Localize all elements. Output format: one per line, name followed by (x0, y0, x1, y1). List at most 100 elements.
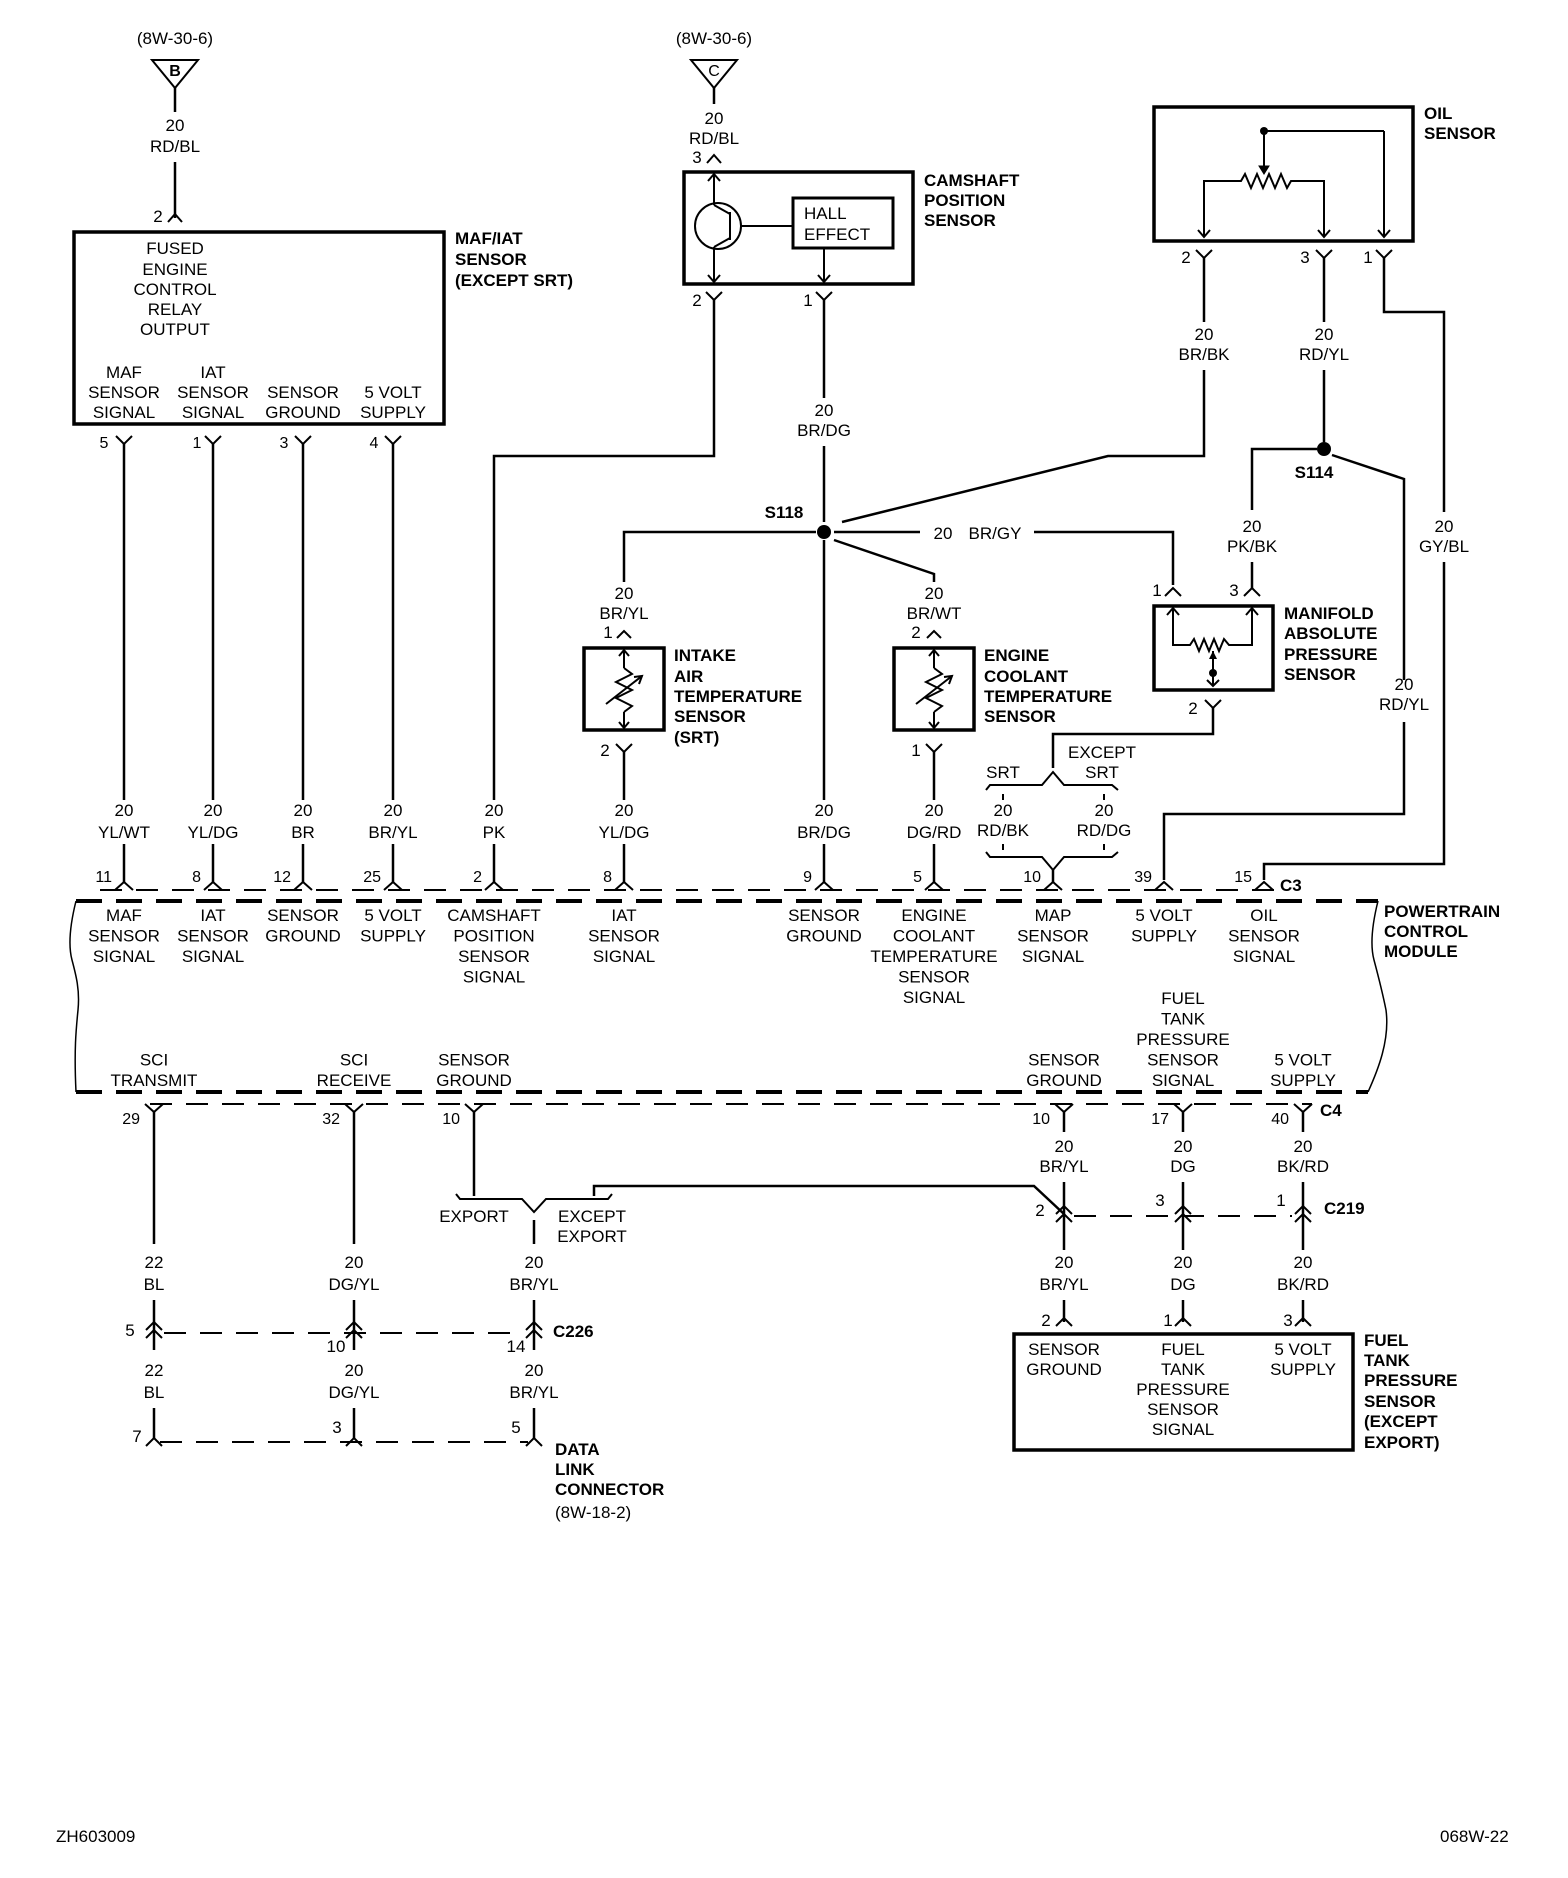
pcm-pin-label: GROUND (265, 927, 341, 946)
diagram-label: SENSOR (177, 383, 249, 402)
diagram-label: 22 (145, 1253, 164, 1272)
diagram-label: ABSOLUTE (1284, 624, 1378, 643)
diagram-label: 20 (925, 584, 944, 603)
diagram-label: 20 (384, 801, 403, 820)
diagram-label: 1 (803, 291, 812, 310)
pcm-pin-label: TRANSMIT (111, 1071, 198, 1090)
connector-c226: C226 5 10 14 22 BL 20 DG/YL 20 BR/YL (125, 1300, 594, 1438)
diagram-label: EFFECT (804, 225, 870, 244)
diagram-label: SENSOR (1424, 124, 1496, 143)
diagram-label: MODULE (1384, 942, 1458, 961)
c4-pin-number: 40 (1271, 1111, 1289, 1128)
c4-pin-mark (344, 1103, 364, 1114)
diagram-label: 20 (1174, 1253, 1193, 1272)
diagram-label: 20 (1315, 325, 1334, 344)
c3-pin-mark (924, 880, 944, 891)
diagram-label: ENGINE (984, 646, 1049, 665)
diagram-label: CONTROL (133, 280, 216, 299)
diagram-label: TEMPERATURE (984, 687, 1112, 706)
diagram-label: GROUND (1026, 1360, 1102, 1379)
figure-id: ZH603009 (56, 1827, 135, 1846)
c3-pin-mark (814, 880, 834, 891)
diagram-label: SENSOR (1147, 1400, 1219, 1419)
diagram-label: TEMPERATURE (674, 687, 802, 706)
diagram-label: 3 (1283, 1311, 1292, 1330)
pcm-pin-label: SENSOR (1028, 1051, 1100, 1070)
connector-male-icon (1055, 1204, 1073, 1215)
diagram-label: (8W-18-2) (555, 1503, 631, 1522)
diagram-label: (SRT) (674, 728, 719, 747)
diagram-label: 20 (1294, 1253, 1313, 1272)
diagram-label: ENGINE (142, 260, 207, 279)
diagram-label: 5 (125, 1321, 134, 1340)
pcm-pin-label: SENSOR (177, 927, 249, 946)
diagram-label: COOLANT (984, 667, 1069, 686)
connector-female-icon (1174, 1212, 1192, 1223)
pcm-pin-label: OIL (1250, 906, 1277, 925)
diagram-label: MANIFOLD (1284, 604, 1374, 623)
diagram-label: SENSOR (1028, 1340, 1100, 1359)
diagram-label: EXCEPT (1068, 743, 1136, 762)
wire-color: RD/BL (150, 137, 200, 156)
diagram-label: PRESSURE (1364, 1371, 1458, 1390)
pcm-pin-label: SUPPLY (1131, 927, 1197, 946)
pcm-pin-label: FUEL (1161, 989, 1204, 1008)
connector-female-icon (525, 1328, 543, 1339)
diagram-label: 20 (1243, 517, 1262, 536)
connector-male-icon (525, 1320, 543, 1331)
potentiometer-icon (1172, 608, 1253, 654)
diagram-label: SIGNAL (1152, 1420, 1214, 1439)
c4-pin-mark (464, 1103, 484, 1114)
diagram-label: INTAKE (674, 646, 736, 665)
splice-label: S114 (1295, 463, 1334, 482)
diagram-label: 20 (345, 1361, 364, 1380)
wire-rd-yl-5v (1162, 722, 1406, 880)
diagram-label: EXPORT (557, 1227, 627, 1246)
diagram-label: 2 (1181, 248, 1190, 267)
diagram-label: 20 (1095, 801, 1114, 820)
c3-wire-labels: 20 YL/WT 20 YL/DG 20 BR 20 BR/YL 20 PK 2… (98, 801, 961, 842)
diagram-label: YL/DG (598, 823, 649, 842)
camshaft-position-sensor: HALL EFFECT CAMSHAFT POSITION SENSOR 2 1 (682, 170, 1020, 310)
c3-pin-mark (1154, 880, 1174, 891)
wire-gy-bl (1262, 562, 1446, 880)
pcm-pin-label: COOLANT (893, 927, 975, 946)
diagram-label: EXPORT) (1364, 1433, 1440, 1452)
diagram-label: 20 (294, 801, 313, 820)
diagram-label: DG/YL (328, 1275, 379, 1294)
diagram-label: DATA (555, 1440, 600, 1459)
c3-pin-number: 39 (1134, 869, 1152, 886)
pcm-pin-label: SIGNAL (1152, 1071, 1214, 1090)
diagram-label: 5 (100, 435, 109, 452)
diagram-label: MAF (106, 363, 142, 382)
diagram-label: TANK (1161, 1360, 1206, 1379)
pcm-pin-label: RECEIVE (317, 1071, 392, 1090)
diagram-label: RD/YL (1299, 345, 1349, 364)
c4-pin-number: 32 (322, 1111, 340, 1128)
diagram-label: YL/WT (98, 823, 150, 842)
diagram-label: RD/YL (1379, 695, 1429, 714)
potentiometer-icon (1203, 171, 1325, 237)
diagram-label: DG/RD (907, 823, 962, 842)
diagram-label: 20 (815, 401, 834, 420)
c4-pin-mark (144, 1103, 164, 1114)
hall-effect-label: HALL (804, 204, 847, 223)
c3-pin-mark (293, 880, 313, 891)
c3-pin-mark (203, 880, 223, 891)
diagram-label: 20 (1294, 1137, 1313, 1156)
diagram-label: 22 (145, 1361, 164, 1380)
diagram-label: SUPPLY (1270, 1360, 1336, 1379)
c4-pin-mark (1054, 1103, 1074, 1114)
c3-pin-mark (614, 880, 634, 891)
diagram-label: 20 (1395, 675, 1414, 694)
diagram-label: OUTPUT (140, 320, 210, 339)
diagram-label: RELAY (148, 300, 203, 319)
thermistor-icon (605, 648, 644, 730)
diagram-label: RD/BL (689, 129, 739, 148)
diagram-label: (EXCEPT (1364, 1412, 1438, 1431)
pcm-pin-label: SENSOR (438, 1051, 510, 1070)
diagram-label: (EXCEPT SRT) (455, 271, 573, 290)
diagram-label: BK/RD (1277, 1157, 1329, 1176)
wire-pk (492, 300, 716, 800)
